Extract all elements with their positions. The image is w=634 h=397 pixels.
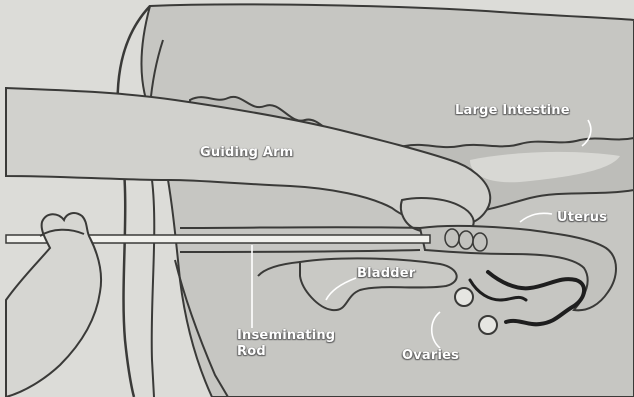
- label-guiding-arm: Guiding Arm: [200, 145, 293, 160]
- label-inseminating-rod-line1: Inseminating: [237, 328, 335, 344]
- label-bladder: Bladder: [357, 266, 415, 281]
- label-ovaries: Ovaries: [402, 348, 459, 363]
- label-inseminating-rod-line2: Rod: [237, 344, 335, 360]
- label-inseminating-rod: Inseminating Rod: [237, 328, 335, 360]
- label-uterus: Uterus: [557, 210, 607, 225]
- label-large-intestine: Large Intestine: [455, 103, 570, 118]
- ovary-upper: [455, 288, 473, 306]
- ovary-lower: [479, 316, 497, 334]
